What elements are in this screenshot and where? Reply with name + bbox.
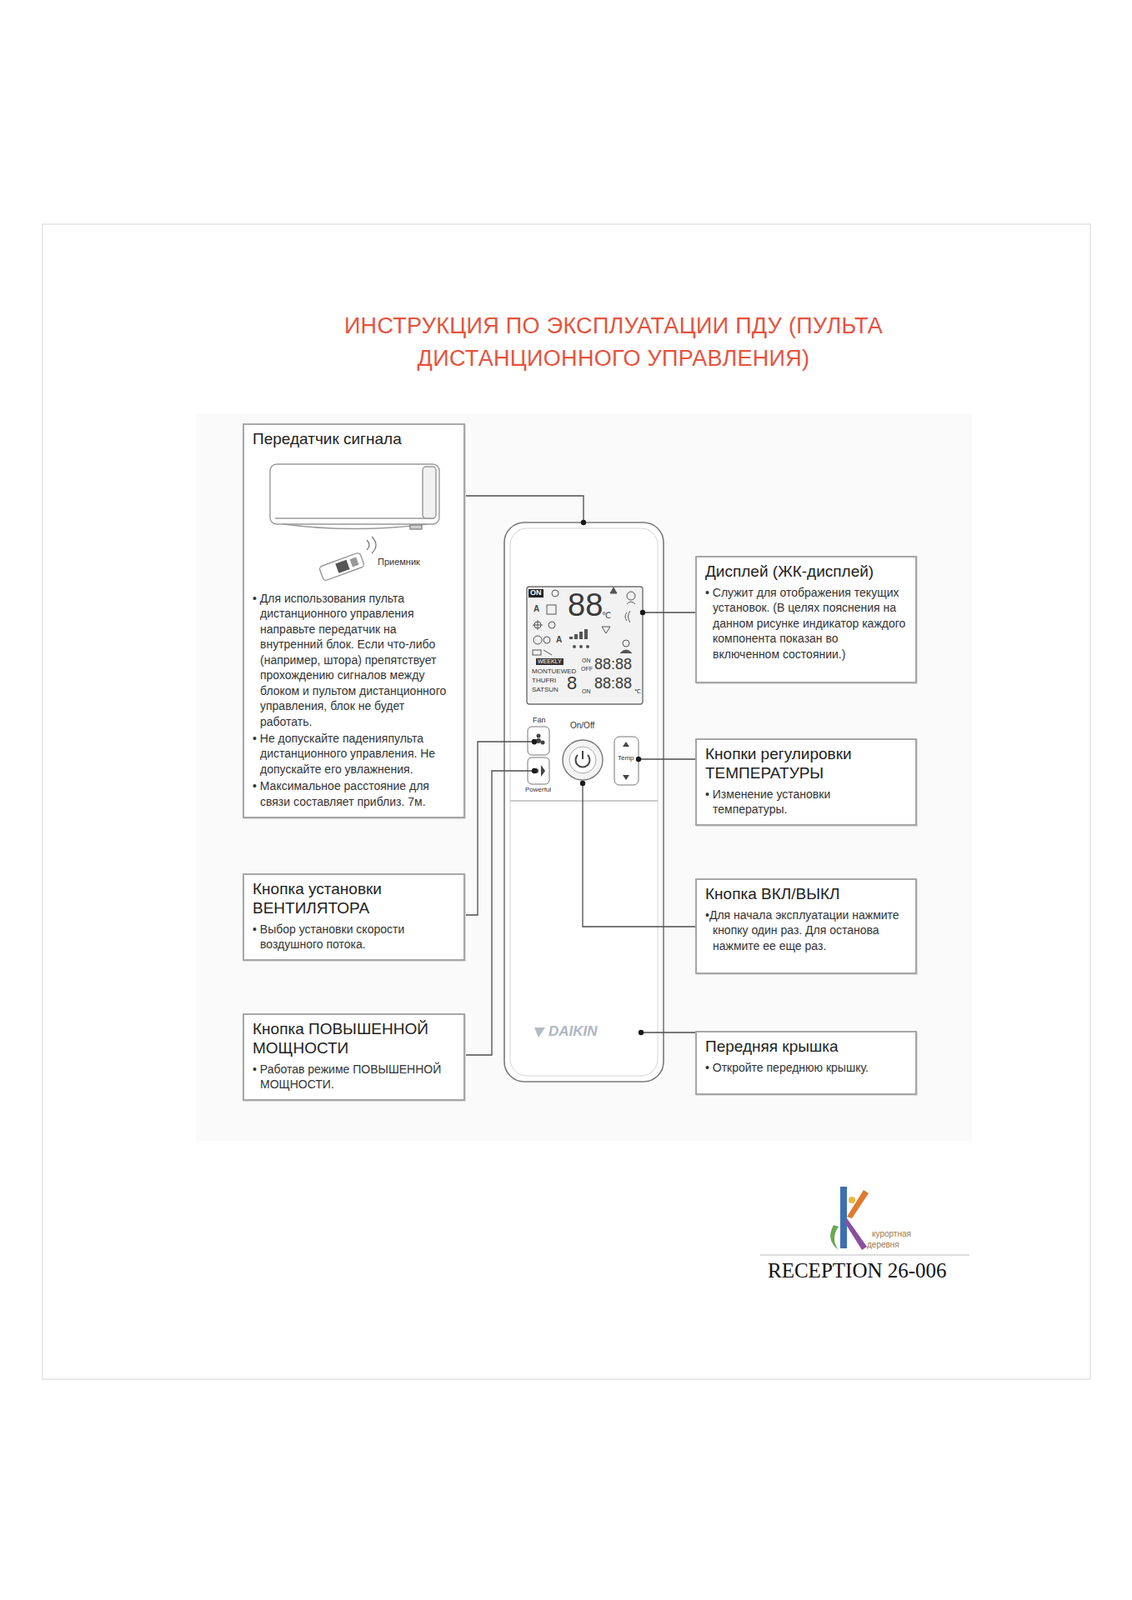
lcd-indicator: ON (581, 688, 592, 696)
callout-heading: Передняя крышка (705, 1037, 907, 1057)
lcd-digits: 8 (566, 673, 577, 694)
lcd-digits: 88 (567, 588, 603, 624)
lcd-unit: ℃ (634, 688, 642, 696)
callout-text: • Максимальное расстояние для связи сост… (252, 778, 456, 810)
button-label: Temp (617, 755, 635, 763)
callout-box: Кнопки регулировки ТЕМПЕРАТУРЫ• Изменени… (695, 738, 917, 827)
box-grounds (242, 423, 917, 1099)
callout-box: Передняя крышка • Откройте переднюю крышк… (695, 1031, 917, 1096)
resort-logo (760, 1187, 970, 1256)
callout-text: • Выбор установки скорости воздушного по… (252, 921, 456, 953)
lcd-indicator: A (533, 604, 540, 614)
indoor-unit (270, 464, 440, 530)
lcd-indicator: OFF (581, 666, 593, 673)
logo-text: деревня (866, 1240, 900, 1250)
callout-heading: Дисплей (ЖК-дисплей) (705, 562, 907, 582)
diagram-ground (195, 413, 972, 1142)
leader-lines (465, 495, 696, 1056)
lcd-digits: 88:88 (594, 656, 632, 674)
callout-text: • Работав режиме ПОВЫШЕННОЙ МОЩНОСТИ. (252, 1061, 456, 1093)
logo-text: курортная (871, 1229, 912, 1239)
part-label: Приемник (377, 556, 421, 567)
room-number: RECEPTION 26-006 (767, 1259, 947, 1283)
button-label: On/Off (570, 721, 595, 731)
lcd-indicator: A (555, 635, 562, 645)
remote-control (504, 522, 664, 1082)
callout-heading: Кнопка ВКЛ/ВЫКЛ (705, 885, 907, 905)
button-label: Fan (532, 716, 546, 726)
lcd-indicator: WEEKLY (535, 658, 564, 666)
handheld-remote (318, 536, 376, 582)
brand-logo: DAIKIN (548, 1024, 598, 1041)
callout-box: Кнопка ПОВЫШЕННОЙ МОЩНОСТИ• Работав режи… (242, 1013, 466, 1102)
leader-dots (531, 520, 646, 1036)
callout-heading: Кнопки регулировки ТЕМПЕРАТУРЫ (705, 745, 907, 784)
callout-text: • Изменение установки температуры. (705, 786, 907, 818)
page-frame (42, 224, 1091, 1380)
callout-text: • Служит для отображения текущих установ… (705, 585, 907, 662)
lcd-digits: 88:88 (594, 676, 632, 693)
callout-heading: Кнопка ПОВЫШЕННОЙ МОЩНОСТИ (252, 1020, 456, 1059)
callout-box: Дисплей (ЖК-дисплей) • Служит для отображ… (695, 555, 917, 684)
callout-text: • Откройте переднюю крышку. (705, 1060, 907, 1076)
callout-text: • Не допускайте паденияпульта дистанцион… (252, 731, 456, 777)
lcd-unit: ℃ (601, 611, 612, 621)
lcd-indicator: ON (581, 657, 592, 665)
lcd-day: SATSUN (531, 686, 559, 695)
callout-box: Передатчик сигнала • Для использования пу… (242, 423, 466, 819)
callout-heading: Кнопка установки ВЕНТИЛЯТОРА (252, 880, 456, 919)
button-label: Powerful (525, 786, 551, 795)
lcd-day: THUFRI (531, 677, 556, 686)
page-title: ИНСТРУКЦИЯ ПО ЭКСПЛУАТАЦИИ ПДУ (ПУЛЬТА Д… (330, 310, 897, 376)
callout-box: Кнопка установки ВЕНТИЛЯТОРА• Выбор уста… (242, 873, 466, 962)
lcd-indicator: ON (528, 589, 544, 598)
lcd-symbols (532, 587, 636, 656)
callout-text: • Для использования пульта дистанционног… (252, 591, 456, 730)
callout-heading: Передатчик сигнала (252, 430, 456, 450)
callout-text: •Для начала эксплуатации нажмите кнопку … (705, 907, 907, 954)
callout-box: Кнопка ВКЛ/ВЫКЛ•Для начала эксплуатации … (695, 878, 917, 975)
